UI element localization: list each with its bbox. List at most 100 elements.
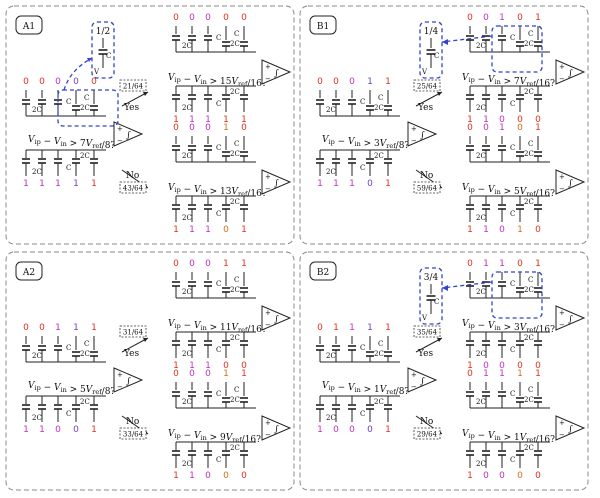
- cap-label-c: C: [360, 344, 365, 352]
- bit-top: 0: [205, 123, 211, 133]
- cap-label-2c: 2C: [476, 460, 486, 468]
- bit-bottom: 1: [23, 425, 29, 435]
- cap-label-2c: 2C: [374, 152, 384, 160]
- top-condition: Vip − Vin > 7Vref/16?: [462, 73, 555, 89]
- cap-label-2c: 2C: [182, 104, 192, 112]
- cap-label-c: C: [216, 100, 221, 108]
- bit-bottom: 1: [23, 179, 29, 189]
- bottom-condition: Vip − Vin > 5Vref/16?: [462, 183, 555, 199]
- probability-box-border: [413, 427, 441, 440]
- integral-symbol: ∫: [568, 425, 573, 435]
- bit-top: 1: [535, 369, 541, 379]
- bit-top: 0: [91, 77, 97, 87]
- comparator: +−∫: [113, 121, 144, 147]
- cap-label-2c: 2C: [182, 42, 192, 50]
- comparator-triangle: [555, 305, 586, 331]
- probability-box: 29/64: [413, 427, 441, 440]
- probability-box: 31/64: [119, 325, 147, 338]
- bit-top: 0: [333, 77, 339, 87]
- bit-top: 0: [23, 77, 29, 87]
- bit-bottom: 1: [467, 115, 473, 125]
- bit-top: 0: [39, 323, 45, 333]
- bit-top: 0: [189, 259, 195, 269]
- cap-label-2c: 2C: [230, 444, 240, 452]
- comparator: +−∫: [555, 59, 586, 85]
- yes-arrow: [415, 91, 443, 107]
- comparator: +−∫: [555, 415, 586, 441]
- inset-fraction: 1/4: [424, 27, 439, 37]
- bit-top: 0: [467, 259, 473, 269]
- cap-label-2c: 2C: [476, 350, 486, 358]
- probability-box: 33/64: [119, 427, 147, 440]
- cap-label-c: C: [510, 346, 515, 354]
- cap-label-c: C: [216, 346, 221, 354]
- bit-bottom: 1: [385, 179, 391, 189]
- bit-bottom: 1: [205, 361, 211, 371]
- comparator-triangle: [555, 59, 586, 85]
- highlight-arrow-head: [442, 39, 448, 45]
- cap-label-2c: 2C: [524, 40, 534, 48]
- probability-label: 29/64: [417, 431, 438, 439]
- cap-label-2c: 2C: [32, 106, 42, 114]
- comparator-plus: +: [117, 125, 123, 133]
- integral-symbol: ∫: [274, 315, 279, 325]
- bit-bottom: 1: [241, 115, 247, 125]
- bit-top: 0: [223, 13, 229, 23]
- cap-label-2c: 2C: [230, 396, 240, 404]
- bit-top: 0: [205, 259, 211, 269]
- inset-cap-label: C: [434, 298, 439, 306]
- inset-vx: V: [421, 314, 428, 322]
- bit-bottom: 1: [55, 179, 61, 189]
- yes-arrow-head: [143, 92, 148, 96]
- bit-bottom: 0: [535, 225, 541, 235]
- bit-bottom: 0: [223, 225, 229, 235]
- bit-top: 1: [241, 259, 247, 269]
- main-condition: Vip − Vin > 1Vref/8?: [322, 381, 409, 397]
- cap-label-c: C: [66, 410, 71, 418]
- bit-bottom: 1: [205, 225, 211, 235]
- panel-label: A2: [22, 268, 35, 278]
- inset-fraction: 3/4: [424, 273, 439, 283]
- comparator-minus: −: [117, 137, 123, 145]
- main-condition: Vip − Vin > 3Vref/8?: [322, 135, 409, 151]
- bit-top: 1: [535, 13, 541, 23]
- bit-top: 1: [333, 323, 339, 333]
- bit-top: 0: [517, 123, 523, 133]
- cap-label-2c: 2C: [476, 398, 486, 406]
- bit-bottom: 1: [517, 225, 523, 235]
- top-condition: Vip − Vin > 11Vref/16?: [168, 319, 267, 335]
- inset-highlight: [419, 21, 443, 79]
- cap-label-2c: 2C: [326, 168, 336, 176]
- comparator-minus: −: [559, 321, 565, 329]
- probability-box-border: [413, 181, 441, 194]
- bit-top: 1: [535, 259, 541, 269]
- bit-top: 0: [205, 13, 211, 23]
- panel-label: B2: [317, 268, 329, 278]
- highlight-arrow: [441, 281, 493, 289]
- bit-top: 1: [241, 369, 247, 379]
- comparator-minus: −: [559, 185, 565, 193]
- bit-bottom: 0: [535, 471, 541, 481]
- probability-label: 59/64: [417, 185, 438, 193]
- bottom-condition: Vip − Vin > 9Vref/16?: [168, 429, 261, 445]
- comparator: +−∫: [261, 415, 292, 441]
- comparator-plus: +: [559, 173, 565, 181]
- bit-top: 1: [73, 323, 79, 333]
- bit-bottom: 0: [483, 471, 489, 481]
- comparator-plus: +: [265, 63, 271, 71]
- bit-bottom: 0: [55, 425, 61, 435]
- bit-top: 0: [349, 77, 355, 87]
- probability-box-border: [119, 325, 147, 338]
